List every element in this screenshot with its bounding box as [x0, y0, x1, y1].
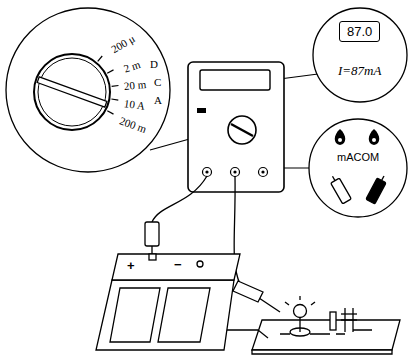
socket [231, 168, 240, 177]
probe-white [328, 174, 351, 204]
board [252, 320, 400, 350]
mode-letter: D [150, 58, 158, 70]
socket-plug [369, 129, 380, 145]
zoom-outline [313, 8, 407, 102]
mode-letter: C [154, 76, 161, 88]
probe [233, 281, 263, 302]
bulb-ray [285, 302, 289, 305]
negative-sign: − [174, 257, 182, 272]
probe-tip [259, 298, 280, 312]
probe-black [366, 174, 388, 204]
zoom-outline [6, 8, 170, 172]
dial-pointer [37, 77, 107, 107]
negative-terminal [197, 261, 203, 267]
display-value: 87.0 [347, 24, 372, 39]
board-wire [280, 330, 372, 334]
mode-letter: A [154, 94, 162, 106]
display-zoom-circle: I=87mA 87.0 [312, 7, 408, 103]
power-switch [197, 108, 206, 113]
socket-hole [372, 138, 376, 142]
socket [203, 168, 212, 177]
positive-terminal [149, 254, 156, 260]
battery-holder [96, 254, 240, 350]
range-knob [228, 116, 256, 144]
battery-cell [158, 288, 210, 342]
socket-pins [205, 170, 264, 173]
dial-zoom-circle: 200 μ2 mD20 mC10 AA200 m [5, 7, 171, 173]
sockets [203, 168, 268, 177]
display-readout: 87.0 [339, 21, 380, 42]
meter-body [188, 62, 284, 192]
meter-display [200, 70, 270, 90]
knob-ring [34, 54, 110, 130]
resistor-symbol [330, 312, 336, 330]
switch-bar [341, 319, 357, 320]
current-reading: I=87mA [338, 63, 381, 79]
multimeter [188, 62, 284, 192]
socket-zoom-circle: mACOM [308, 118, 408, 218]
bulb [294, 305, 307, 318]
knob-pointer [231, 124, 253, 136]
battery-top-plate [112, 254, 240, 280]
circuit-board [252, 296, 400, 354]
wire [152, 176, 207, 222]
range-label: 20 m [123, 78, 146, 92]
socket [259, 168, 268, 177]
probe [145, 222, 159, 246]
board-wire [258, 330, 268, 338]
socket-hole [338, 138, 342, 142]
switch-bar [341, 313, 357, 314]
bulb-ray [299, 296, 300, 300]
battery-cell [110, 288, 160, 342]
socket-zoom-circle [308, 118, 408, 218]
knob-inner-ring [38, 58, 106, 126]
socket-plug [335, 129, 346, 145]
bulb-stem [299, 318, 300, 332]
battery-body [96, 280, 234, 350]
board-edge [252, 350, 392, 354]
positive-sign: + [127, 258, 135, 273]
bulb-ray [311, 302, 315, 305]
socket-label: mACOM [337, 151, 379, 163]
zoom-outline [309, 119, 407, 217]
